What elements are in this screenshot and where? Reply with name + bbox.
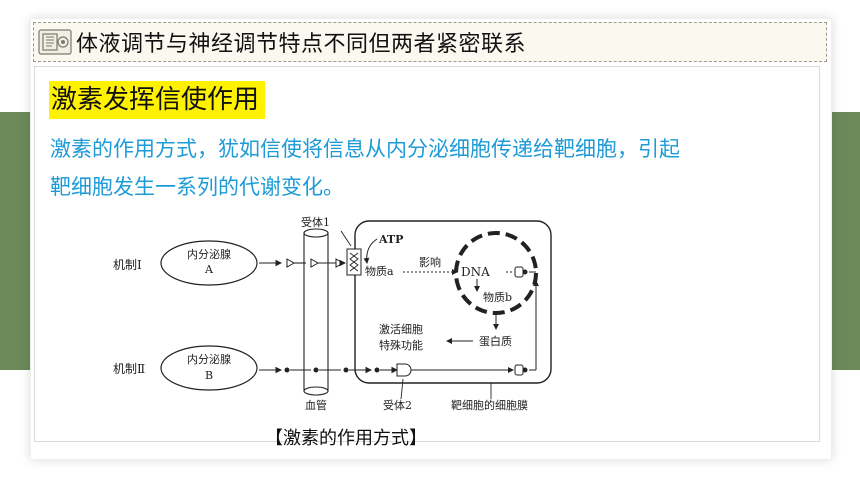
paragraph-line-1: 激素的作用方式，犹如信使将信息从内分泌细胞传递给靶细胞，引起: [50, 137, 680, 161]
header-title: 体液调节与神经调节特点不同但两者紧密联系: [76, 32, 527, 57]
gland-b-ellipse: [160, 345, 258, 391]
label-substance-b: 物质b: [483, 290, 512, 304]
label-mechanism-1: 机制Ⅰ: [113, 258, 142, 272]
hormone-a-molecule: [286, 258, 296, 268]
label-target-membrane: 靶细胞的细胞膜: [451, 398, 528, 412]
label-substance-a: 物质a: [365, 264, 394, 278]
label-receptor-1: 受体1: [301, 215, 330, 229]
receptor-2: [396, 363, 412, 377]
label-blood-vessel: 血管: [305, 398, 327, 412]
section-subtitle: 激素发挥信使作用: [49, 81, 266, 119]
label-activate-1: 激活细胞: [379, 322, 423, 336]
gland-b-label: 内分泌腺: [187, 352, 231, 366]
label-atp: ATP: [378, 233, 403, 246]
paragraph-line-2: 靶细胞发生一系列的代谢变化。: [50, 175, 344, 199]
label-influence: 影响: [419, 256, 441, 269]
blood-vessel-top: [303, 228, 329, 238]
book-stack-icon: [38, 29, 72, 55]
label-dna: DNA: [461, 265, 490, 279]
gland-a-letter: A: [204, 263, 214, 276]
target-cell-membrane: [354, 220, 552, 384]
dna-receptor: [514, 266, 524, 278]
figure-caption: 【激素的作用方式】: [265, 428, 427, 449]
label-receptor-2: 受体2: [383, 398, 412, 412]
gland-a-label: 内分泌腺: [187, 247, 231, 261]
section-paragraph: 激素的作用方式，犹如信使将信息从内分泌细胞传递给靶细胞，引起 靶细胞发生一系列的…: [50, 130, 770, 206]
label-protein: 蛋白质: [479, 334, 512, 348]
membrane-receptor-2: [514, 364, 524, 376]
hormone-b-dot: [284, 367, 290, 373]
slide-header: 体液调节与神经调节特点不同但两者紧密联系: [33, 22, 827, 62]
label-activate-2: 特殊功能: [379, 338, 423, 352]
hormone-mechanism-diagram: 机制Ⅰ 机制Ⅱ 内分泌腺 A 内分泌腺 B 血管: [101, 213, 561, 415]
gland-a-ellipse: [160, 240, 258, 286]
label-mechanism-2: 机制Ⅱ: [113, 362, 145, 376]
gland-b-letter: B: [205, 369, 213, 382]
blood-vessel-bottom: [303, 386, 329, 396]
